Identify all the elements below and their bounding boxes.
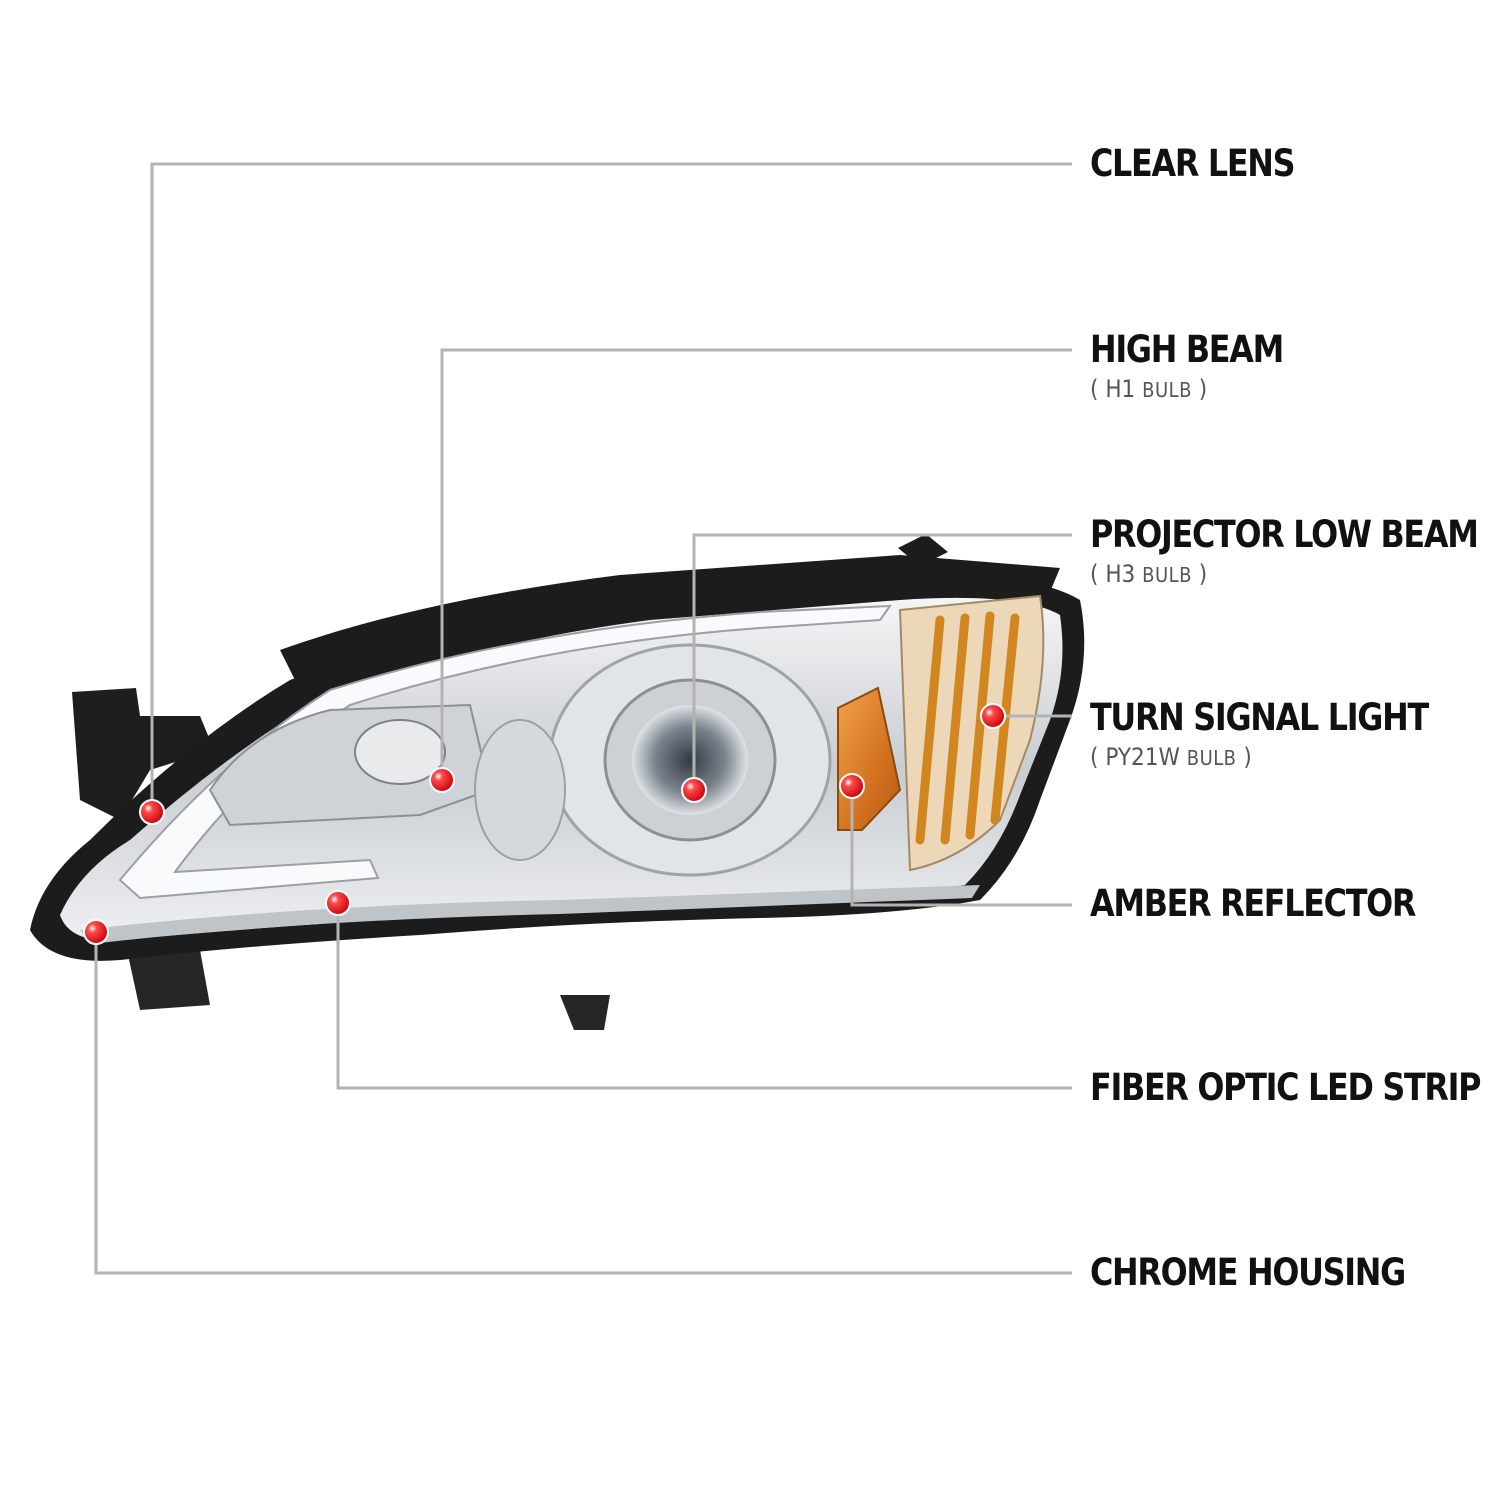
callout-bulb: ( PY21W BULB ) [1090,743,1252,771]
projector-left-bowl [474,719,566,861]
high-beam-bulb [354,719,446,785]
marker-clear-lens [139,799,165,825]
callout-clear-lens: CLEAR LENS [1090,142,1327,186]
callout-title: FIBER OPTIC LED STRIP [1090,1066,1481,1109]
callout-projector-low-beam: PROJECTOR LOW BEAM ( H3 BULB ) [1090,513,1500,590]
top-trim [280,555,1060,690]
bottom-bracket [560,995,610,1030]
leader-line-amber-reflector [850,786,1072,907]
callout-title: CLEAR LENS [1090,142,1296,185]
projector-lens [632,705,748,815]
top-tab [898,534,948,566]
callout-bulb: ( H3 BULB ) [1090,560,1208,588]
marker-chrome-housing [83,919,109,945]
callout-title: PROJECTOR LOW BEAM [1090,513,1479,556]
markers [83,703,1006,945]
leader-lines [94,162,1072,1275]
marker-turn-signal [980,703,1006,729]
callout-title: TURN SIGNAL LIGHT [1090,696,1429,739]
callout-chrome-housing: CHROME HOUSING [1090,1251,1456,1295]
bottom-bracket [128,950,210,1010]
leader-line-chrome-housing [94,932,1072,1275]
chrome-lower-lip [80,885,980,944]
callout-title: CHROME HOUSING [1090,1251,1406,1294]
leader-line-clear-lens [150,162,1072,812]
leader-line-projector-low-beam [692,533,1072,790]
leader-line-high-beam [440,348,1072,780]
rear-bracket [72,688,214,820]
leader-line-fiber-optic [336,903,1072,1090]
callout-bulb: ( H1 BULB ) [1090,375,1208,403]
callout-title: HIGH BEAM [1090,328,1284,371]
callout-title: AMBER REFLECTOR [1090,882,1416,925]
callout-amber-reflector: AMBER REFLECTOR [1090,882,1468,926]
callout-turn-signal-light: TURN SIGNAL LIGHT ( PY21W BULB ) [1090,696,1483,773]
marker-high-beam [429,767,455,793]
callout-high-beam: HIGH BEAM ( H1 BULB ) [1090,328,1314,405]
headlight-illustration [30,534,1085,1030]
marker-amber-reflector [839,773,865,799]
callout-fiber-optic-led-strip: FIBER OPTIC LED STRIP [1090,1066,1500,1110]
marker-projector-low-beam [681,777,707,803]
marker-fiber-optic [325,890,351,916]
